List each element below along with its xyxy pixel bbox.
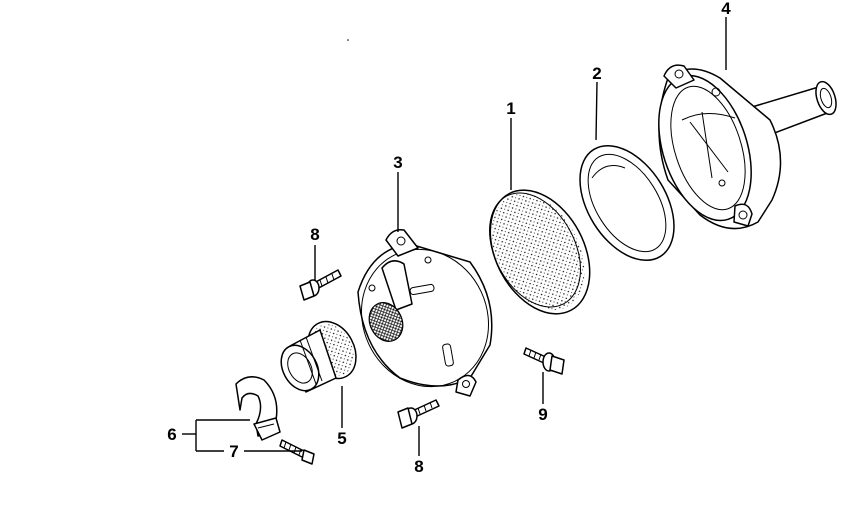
gasket-part — [579, 144, 675, 262]
callout-3: 3 — [393, 153, 402, 172]
callout-6: 6 — [167, 425, 176, 444]
leader-lines — [182, 17, 727, 456]
callout-5: 5 — [337, 429, 346, 448]
callout-2: 2 — [592, 64, 601, 83]
callout-7: 7 — [229, 442, 238, 461]
band-clamp-part — [235, 376, 281, 441]
cover-part — [357, 228, 493, 397]
clamp-screw-part — [279, 439, 315, 465]
bolt-upper-part — [299, 269, 342, 301]
air-cleaner-case-part — [658, 64, 837, 230]
callout-1: 1 — [506, 99, 515, 118]
callout-9: 9 — [538, 405, 547, 424]
stray-dot — [347, 39, 349, 41]
bolt-washer-part — [523, 347, 565, 375]
filter-element-part — [489, 189, 591, 315]
callout-8-upper: 8 — [310, 225, 319, 244]
bolt-lower-part — [397, 399, 440, 429]
callout-4: 4 — [721, 0, 731, 18]
intake-tube-part — [280, 320, 357, 393]
callout-8-lower: 8 — [414, 457, 423, 476]
